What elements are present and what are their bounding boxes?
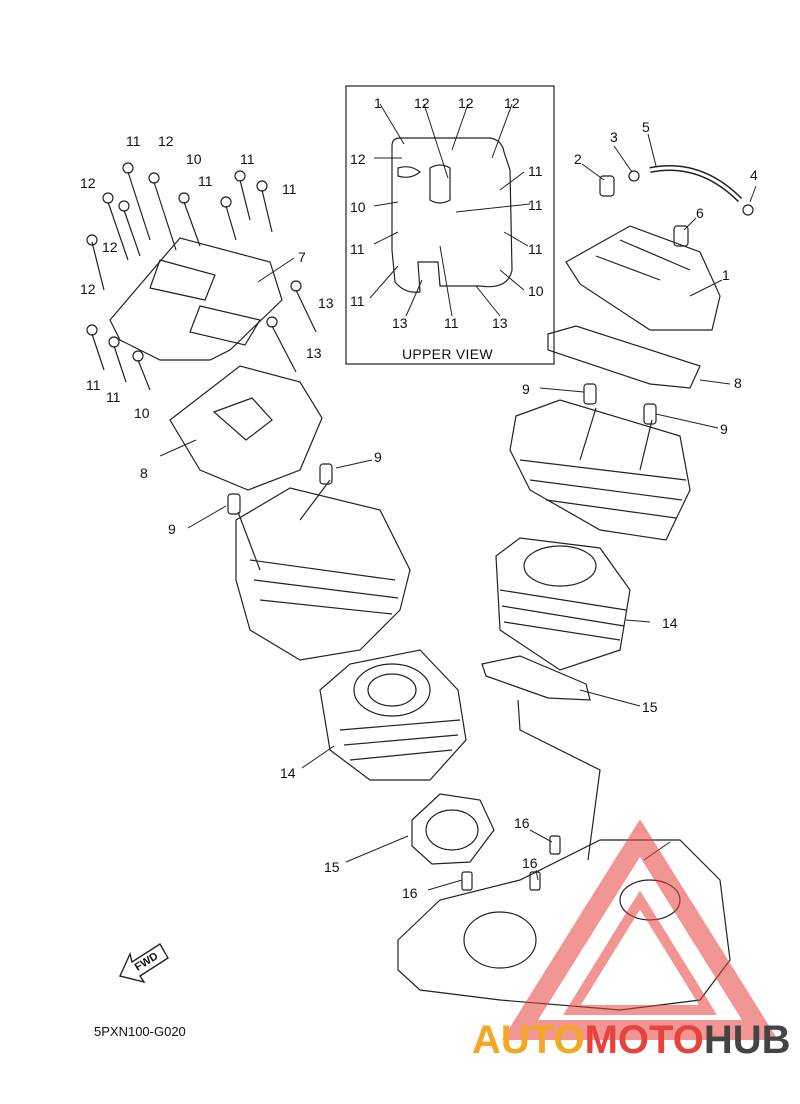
dowel-16-c bbox=[529, 871, 541, 891]
upper-view-frame bbox=[345, 85, 555, 365]
left-cylinder bbox=[319, 649, 467, 781]
fwd-arrow bbox=[119, 943, 169, 984]
upper-label-1: 1 bbox=[374, 95, 382, 111]
upper-label-12a: 12 bbox=[414, 95, 430, 111]
upper-label-11c: 11 bbox=[350, 241, 365, 257]
upper-label-11b: 11 bbox=[528, 197, 543, 213]
upper-label-11a: 11 bbox=[528, 163, 543, 179]
callout-9: 9 bbox=[720, 421, 728, 437]
upper-label-11e: 11 bbox=[350, 293, 365, 309]
callout-14: 14 bbox=[280, 765, 296, 781]
right-head-gasket bbox=[547, 325, 701, 389]
upper-label-10a: 10 bbox=[350, 199, 366, 215]
upper-label-12c: 12 bbox=[504, 95, 520, 111]
callout-16: 16 bbox=[402, 885, 418, 901]
right-cylinder-head bbox=[509, 399, 691, 541]
callout-14: 14 bbox=[662, 615, 678, 631]
diagram-code: 5PXN100-G020 bbox=[94, 1024, 186, 1039]
upper-view-title: UPPER VIEW bbox=[402, 346, 493, 362]
callout-12: 12 bbox=[158, 133, 174, 149]
callout-12: 12 bbox=[102, 239, 118, 255]
callout-8: 8 bbox=[140, 465, 148, 481]
callout-15: 15 bbox=[324, 859, 340, 875]
upper-label-11f: 11 bbox=[444, 315, 459, 331]
left-cylinder-head bbox=[235, 487, 411, 661]
callout-6: 6 bbox=[696, 205, 704, 221]
callout-1: 1 bbox=[722, 267, 730, 283]
upper-label-13a: 13 bbox=[392, 315, 408, 331]
left-base-gasket bbox=[411, 793, 495, 865]
dowel-16-b bbox=[549, 835, 561, 855]
callout-9: 9 bbox=[168, 521, 176, 537]
callout-12: 12 bbox=[80, 175, 96, 191]
callout-11: 11 bbox=[282, 181, 297, 197]
breather-fitting-6 bbox=[673, 225, 689, 247]
upper-label-11d: 11 bbox=[528, 241, 543, 257]
right-rocker-cover bbox=[565, 225, 721, 331]
right-cylinder bbox=[495, 537, 631, 671]
callout-16: 16 bbox=[514, 815, 530, 831]
dowel-right-1 bbox=[583, 383, 597, 405]
dowel-right-2 bbox=[643, 403, 657, 425]
callout-12: 12 bbox=[80, 281, 96, 297]
callout-11: 11 bbox=[240, 151, 255, 167]
upper-label-10b: 10 bbox=[528, 283, 544, 299]
callout-10: 10 bbox=[134, 405, 150, 421]
callout-10: 10 bbox=[186, 151, 202, 167]
upper-label-12d: 12 bbox=[350, 151, 366, 167]
callout-16: 16 bbox=[522, 855, 538, 871]
watermark-text: AUTOMOTOHUB bbox=[472, 1018, 791, 1063]
callout-7: 7 bbox=[298, 249, 306, 265]
watermark-auto: AUTO bbox=[472, 1018, 585, 1062]
upper-view-cover bbox=[391, 137, 513, 293]
upper-label-12b: 12 bbox=[458, 95, 474, 111]
callout-8: 8 bbox=[734, 375, 742, 391]
callout-3: 3 bbox=[610, 129, 618, 145]
upper-label-13b: 13 bbox=[492, 315, 508, 331]
dowel-16-a bbox=[461, 871, 473, 891]
callout-9: 9 bbox=[522, 381, 530, 397]
callout-11: 11 bbox=[126, 133, 141, 149]
callout-4: 4 bbox=[750, 167, 758, 183]
right-base-gasket bbox=[481, 655, 591, 701]
crankcase bbox=[397, 839, 731, 1011]
left-head-gasket bbox=[169, 365, 323, 491]
dowel-left-2 bbox=[319, 463, 333, 485]
dowel-left-1 bbox=[227, 493, 241, 515]
watermark-logo bbox=[501, 819, 779, 1040]
callout-11: 11 bbox=[106, 389, 121, 405]
callout-13: 13 bbox=[306, 345, 322, 361]
callout-11: 11 bbox=[198, 173, 213, 189]
watermark-hub: HUB bbox=[703, 1018, 791, 1062]
callout-5: 5 bbox=[642, 119, 650, 135]
breather-fitting-2 bbox=[599, 175, 615, 197]
bolt-group-left bbox=[86, 162, 317, 391]
left-rocker-cover bbox=[109, 237, 283, 361]
callout-13: 13 bbox=[318, 295, 334, 311]
watermark-moto: MOTO bbox=[584, 1018, 704, 1062]
callout-2: 2 bbox=[574, 151, 582, 167]
callout-9: 9 bbox=[374, 449, 382, 465]
callout-15: 15 bbox=[642, 699, 658, 715]
callout-11: 11 bbox=[86, 377, 101, 393]
